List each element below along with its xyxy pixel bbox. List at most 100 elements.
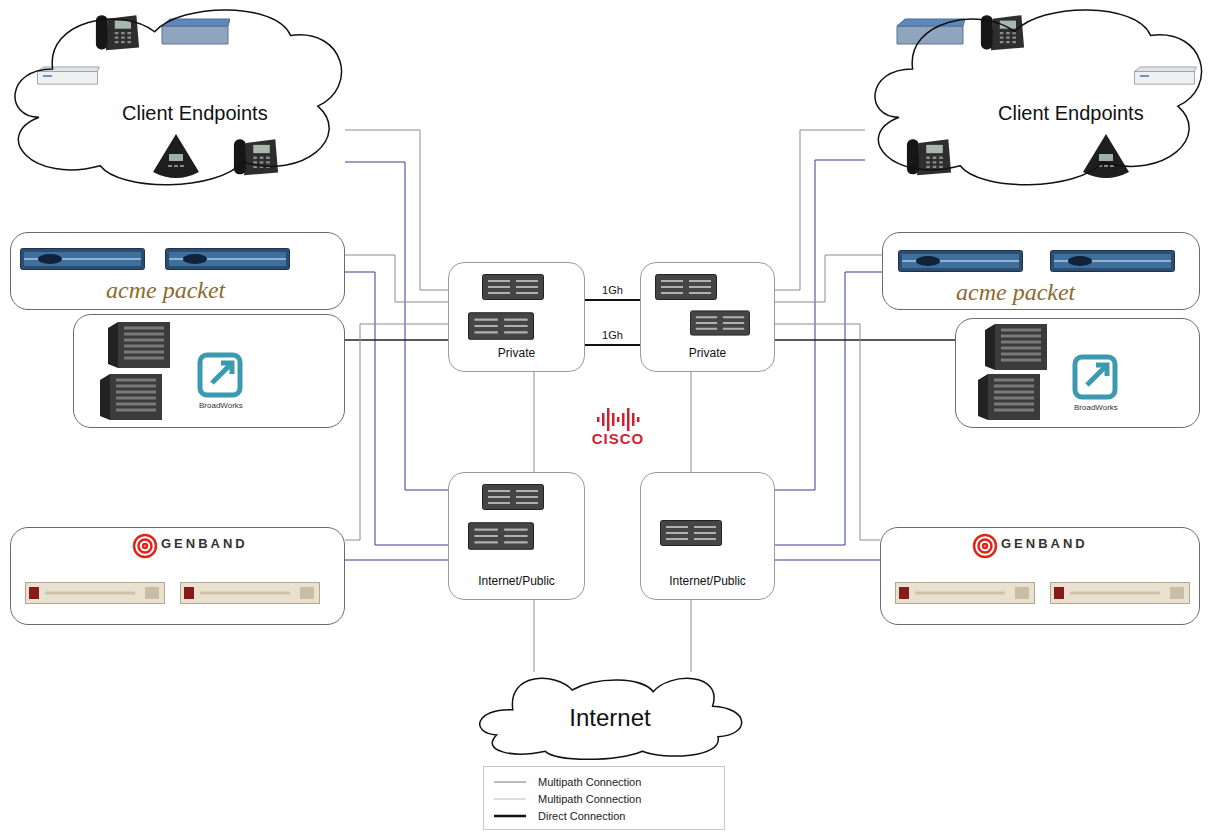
adapter-device	[162, 19, 230, 44]
connector	[345, 272, 448, 545]
media-gateway-unit	[181, 583, 320, 604]
switch-box: Private	[448, 262, 585, 372]
server-chassis	[985, 324, 1047, 370]
client-cloud: Client Endpoints	[865, 2, 1205, 188]
logo-ring	[143, 544, 147, 548]
connector	[775, 160, 865, 490]
cloud-outline	[865, 2, 1205, 188]
connector	[691, 600, 692, 672]
vendor-logo-text: acme packet	[106, 277, 225, 305]
cloud-label: Internet	[569, 704, 650, 732]
legend-row: Direct Connection	[494, 808, 625, 823]
brand-text: CISCO	[592, 430, 645, 447]
vendor-logo-text: BroadWorks	[1074, 403, 1118, 412]
vendor-box: acme packet	[882, 232, 1200, 310]
legend-line-sample	[494, 811, 526, 821]
router-chassis	[690, 311, 749, 335]
vendor-box: BroadWorks	[73, 314, 345, 428]
cloud-outline	[5, 2, 345, 188]
switch-label: Internet/Public	[478, 575, 555, 589]
cloud-outline-path	[15, 10, 342, 185]
connector	[345, 130, 448, 290]
router-chassis	[469, 523, 534, 550]
connector	[345, 324, 448, 540]
logo-bar	[627, 408, 630, 431]
sbc-unit	[166, 249, 290, 270]
sbc-unit	[21, 249, 145, 270]
connector	[775, 324, 880, 540]
media-gateway-unit	[26, 583, 165, 604]
legend-line	[494, 781, 526, 782]
legend-line	[494, 814, 526, 817]
cloud-label: Client Endpoints	[998, 102, 1144, 125]
connector	[345, 255, 448, 302]
logo-bar	[632, 413, 635, 426]
vendor-logo-text: GENBAND	[1001, 537, 1088, 552]
conference-phone	[153, 134, 199, 178]
icon-frame	[200, 355, 240, 395]
router-chassis	[661, 521, 722, 546]
logo-ring	[979, 540, 992, 553]
vendor-box: BroadWorks	[955, 318, 1200, 428]
cisco-logo-bars	[597, 408, 640, 431]
legend-line	[494, 798, 526, 799]
icon-frame	[1075, 357, 1115, 397]
switch-box: Internet/Public	[448, 472, 585, 600]
vendor-box: acme packet	[10, 232, 345, 310]
router-chassis	[483, 485, 544, 510]
media-gateway-unit	[896, 583, 1035, 604]
legend-text: Direct Connection	[538, 810, 625, 822]
icon-arrow	[1087, 365, 1107, 385]
switch-box: Internet/Public	[640, 472, 775, 600]
genband-logo	[134, 535, 156, 557]
connector	[775, 560, 880, 561]
client-cloud: Client Endpoints	[5, 2, 345, 188]
router-chassis	[656, 275, 717, 300]
legend-line-sample	[494, 794, 526, 804]
logo-ring	[974, 535, 996, 557]
logo-ring	[134, 535, 156, 557]
server-chassis	[100, 374, 162, 420]
vendor-logo-text: GENBAND	[161, 537, 248, 552]
legend-row: Multipath Connection	[494, 791, 641, 806]
connector	[534, 600, 535, 672]
logo-bar	[602, 413, 605, 426]
legend-text: Multipath Connection	[538, 776, 641, 788]
switch-box: Private	[640, 262, 775, 372]
server-chassis	[978, 374, 1040, 420]
link-speed-label: 1Gh	[600, 284, 625, 297]
broadworks-icon	[1075, 357, 1115, 397]
router-chassis	[469, 313, 534, 340]
gateway-device	[1135, 67, 1197, 84]
legend-text: Multipath Connection	[538, 793, 641, 805]
logo-bar	[607, 408, 610, 431]
cloud-outline-path	[480, 678, 742, 759]
link-speed-label: 1Gh	[600, 329, 625, 342]
server-chassis	[108, 322, 170, 368]
connector	[775, 272, 882, 545]
adapter-device	[897, 19, 965, 44]
vendor-box: GENBAND	[10, 527, 345, 625]
cloud-label: Client Endpoints	[122, 102, 268, 125]
logo-bar	[637, 417, 640, 422]
internet-cloud: Internet	[475, 672, 745, 762]
connector	[534, 372, 535, 472]
vendor-logo-text: acme packet	[956, 279, 1075, 307]
switch-label: Private	[689, 347, 726, 361]
logo-bar	[622, 413, 625, 426]
legend-row: Multipath Connection	[494, 774, 641, 789]
connector	[585, 299, 640, 301]
sbc-unit	[1051, 251, 1175, 272]
switch-label: Private	[498, 347, 535, 361]
logo-ring	[983, 544, 987, 548]
connector	[585, 344, 640, 346]
logo-bar	[617, 417, 620, 422]
connector	[775, 339, 955, 340]
logo-bar	[612, 413, 615, 426]
broadworks-icon	[200, 355, 240, 395]
cloud-outline-path	[875, 10, 1202, 185]
logo-bar	[597, 417, 600, 422]
legend-line-sample	[494, 777, 526, 787]
